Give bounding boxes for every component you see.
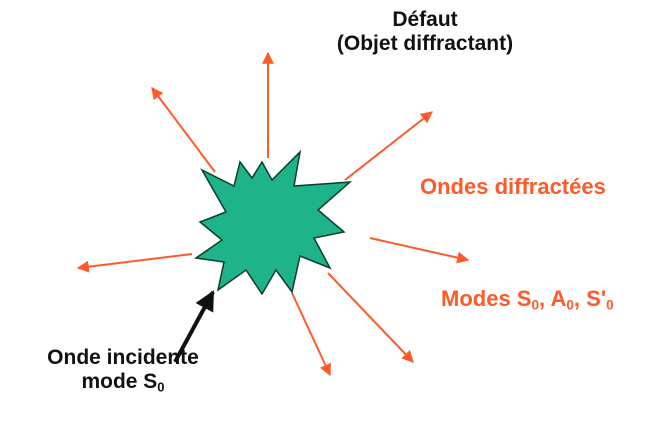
diffracted-arrow-up-left bbox=[151, 87, 216, 173]
modes-subscript-3: 0 bbox=[606, 297, 614, 313]
modes-mid-2: , S' bbox=[573, 286, 607, 311]
defect-title-block: Défaut (Objet diffractant) bbox=[300, 8, 550, 56]
incident-wave-label: Onde incidente mode S0 bbox=[18, 346, 228, 394]
diffracted-arrow-left bbox=[76, 253, 193, 273]
incident-line-2: mode S0 bbox=[18, 370, 228, 394]
defect-title: Défaut bbox=[392, 8, 458, 31]
modes-subscript-2: 0 bbox=[566, 297, 574, 313]
modes-mid-1: , A bbox=[539, 286, 567, 311]
diffracted-waves-label: Ondes diffractées bbox=[420, 174, 606, 199]
diffracted-arrow-down-right bbox=[327, 272, 414, 363]
defect-star bbox=[194, 149, 353, 296]
diffracted-arrow-up-right bbox=[344, 111, 433, 181]
modes-label: Modes S0, A0, S'0 bbox=[441, 286, 614, 313]
diffracted-arrow-right bbox=[369, 237, 470, 264]
incident-arrow bbox=[173, 290, 215, 363]
defect-subtitle: (Objet diffractant) bbox=[336, 32, 514, 56]
incident-mode-prefix: mode S bbox=[81, 370, 158, 394]
modes-prefix: Modes S bbox=[441, 286, 532, 311]
diffracted-arrow-down bbox=[291, 292, 331, 377]
incident-subscript: 0 bbox=[157, 379, 165, 395]
incident-line-1: Onde incidente bbox=[47, 346, 199, 369]
modes-subscript-1: 0 bbox=[531, 297, 540, 313]
